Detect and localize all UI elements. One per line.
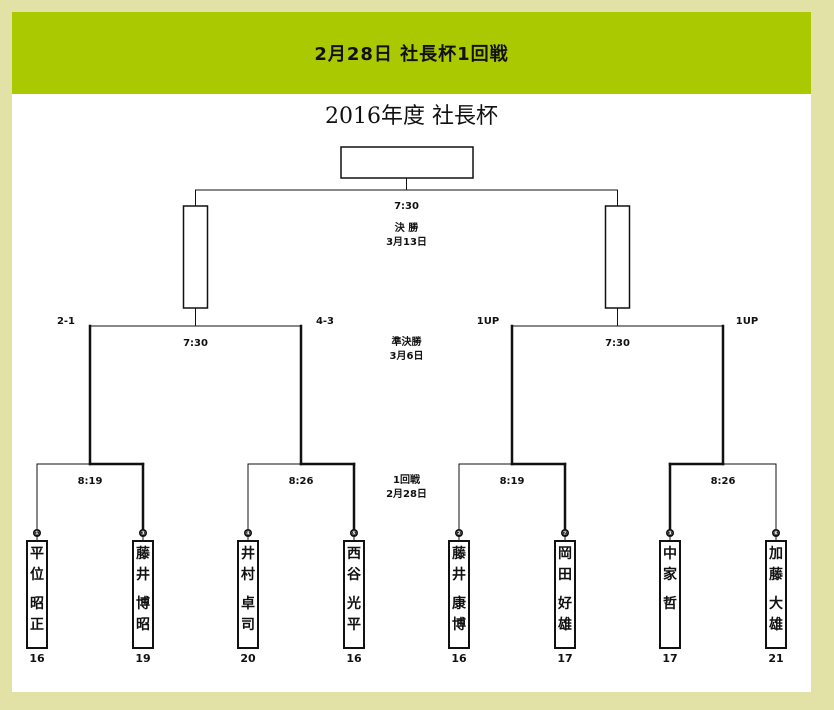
player-given-char: 大: [769, 595, 783, 612]
player-given-char: 昭: [30, 596, 44, 612]
round-semi-date: 3月6日: [390, 350, 424, 362]
player-score: 19: [135, 652, 150, 665]
match-result: 1UP: [477, 316, 499, 327]
match-result: 4-3: [316, 316, 334, 327]
player-surname-char: 藤: [136, 545, 151, 562]
seed-badge: [33, 529, 41, 537]
champion-box: [340, 146, 474, 179]
player-given-char: 司: [241, 617, 255, 633]
seed-number: ⑦: [562, 530, 567, 537]
player-surname-char: 井: [136, 566, 150, 583]
player-given-char: 昭: [136, 617, 150, 633]
player-surname-char: 村: [241, 566, 255, 583]
player-score: 16: [451, 652, 467, 665]
player-surname-char: 西: [347, 546, 361, 562]
player-given-char: 哲: [663, 595, 677, 612]
header-banner: 2月28日 社長杯1回戦: [12, 12, 811, 94]
match-time: 8:26: [289, 476, 314, 487]
match-time: 7:30: [183, 338, 208, 349]
player-score: 16: [346, 652, 362, 665]
match-time: 8:19: [78, 476, 103, 487]
page-title: 2月28日 社長杯1回戦: [314, 44, 509, 65]
player-surname-char: 藤: [452, 545, 467, 562]
round-final-label: 決 勝: [395, 221, 419, 234]
round-semi-label: 準決勝: [392, 335, 423, 348]
seed-badge: [139, 529, 147, 537]
seed-badge: [350, 529, 358, 537]
player-surname-char: 井: [452, 566, 466, 583]
player-given-char: 康: [452, 595, 467, 612]
player-given-char: 卓: [241, 595, 255, 612]
match-time: 8:19: [500, 476, 525, 487]
match-result: 2-1: [57, 316, 75, 327]
semifinal-winner-box: [604, 205, 631, 309]
seed-badge: [666, 529, 674, 537]
match-result: 1UP: [736, 316, 758, 327]
player-surname-char: 家: [663, 566, 678, 583]
player-given-char: 好: [557, 595, 572, 612]
bracket-title: 2016年度 社長杯: [325, 104, 498, 129]
round-final-date: 3月13日: [386, 236, 427, 248]
tournament-bracket: ①平位昭正16③藤井博昭19④井村卓司20⑤西谷光平16②藤井康博16⑦岡田好雄…: [26, 146, 787, 665]
player-score: 17: [557, 652, 572, 665]
player-surname-char: 谷: [347, 567, 362, 583]
seed-badge: [455, 529, 463, 537]
final-time: 7:30: [394, 201, 419, 212]
player-given-char: 博: [136, 595, 150, 612]
round-first-date: 2月28日: [386, 488, 427, 500]
seed-number: ⑤: [351, 530, 356, 537]
seed-number: ④: [245, 530, 250, 537]
player-given-char: 雄: [557, 616, 572, 633]
match-time: 7:30: [605, 338, 630, 349]
player-score: 17: [662, 652, 677, 665]
player-given-char: 平: [347, 617, 361, 633]
player-surname-char: 田: [558, 567, 572, 583]
semifinal-winner-box: [182, 205, 209, 309]
player-score: 20: [240, 652, 256, 665]
player-given-char: 正: [30, 617, 44, 633]
seed-badge: [561, 529, 569, 537]
player-score: 16: [29, 652, 45, 665]
seed-number: ③: [140, 530, 145, 537]
player-surname-char: 岡: [558, 546, 572, 562]
player-surname-char: 井: [241, 545, 255, 562]
seed-badge: [244, 529, 252, 537]
player-given-char: 博: [452, 616, 466, 633]
player-surname-char: 中: [663, 545, 677, 562]
seed-number: ②: [456, 530, 461, 537]
player-score: 21: [768, 652, 783, 665]
player-surname-char: 平: [30, 546, 44, 562]
seed-badge: [772, 529, 780, 537]
player-surname-char: 加: [768, 546, 783, 562]
seed-number: ③: [667, 530, 672, 537]
player-given-char: 光: [346, 595, 361, 612]
seed-number: ①: [34, 530, 39, 537]
seed-number: ⑥: [773, 530, 778, 537]
round-first-label: 1回戦: [393, 473, 421, 486]
player-surname-char: 位: [30, 566, 44, 583]
match-time: 8:26: [711, 476, 736, 487]
player-surname-char: 藤: [769, 566, 784, 583]
player-given-char: 雄: [768, 616, 783, 633]
